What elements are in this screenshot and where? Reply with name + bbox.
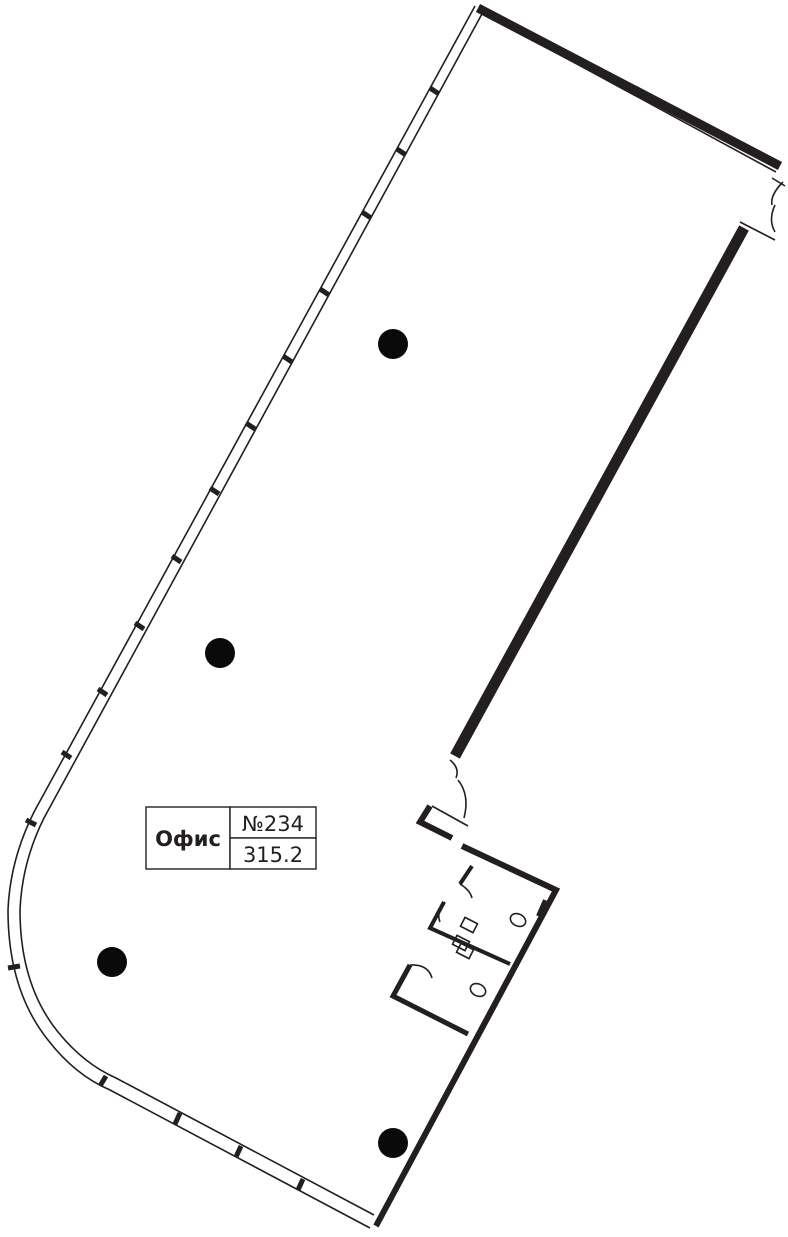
column [378,1128,408,1158]
facade-mullion [233,1144,244,1159]
column [205,638,235,668]
room-number-label: №234 [242,812,304,836]
facade-mullion [96,686,109,698]
north-wall [475,4,783,173]
column [97,947,127,977]
room-type-label: Офис [155,827,221,851]
entrance-door-lower [431,759,469,827]
facade-mullion [395,146,408,158]
facade-mullion [295,1177,306,1192]
sink-icon [455,942,475,960]
facade-mullion [97,1074,109,1088]
facade-mullion [360,209,373,221]
facade-mullion [60,749,73,761]
facade-mullion [318,286,331,298]
facade-mullion [7,963,21,971]
columns [97,329,408,1158]
facade-mullion [24,817,38,828]
room-label: Офис №234 315.2 [145,806,317,870]
toilet-icon [509,912,527,928]
column [378,329,408,359]
toilet-icon [469,982,487,998]
facade-mullion [281,353,294,365]
facade-mullion [170,553,183,565]
facade-mullion [133,620,146,632]
east-partition-wall [450,225,749,759]
facade-mullion [172,1111,183,1126]
sink-icon [459,916,479,934]
glazed-facade [7,5,484,1229]
facade-mullion [244,420,257,432]
facade-mullion [208,485,221,497]
entrance-door-upper [739,177,786,241]
wc-block [373,804,561,1228]
facade-mullion [428,85,441,97]
room-area-label: 315.2 [243,843,303,867]
